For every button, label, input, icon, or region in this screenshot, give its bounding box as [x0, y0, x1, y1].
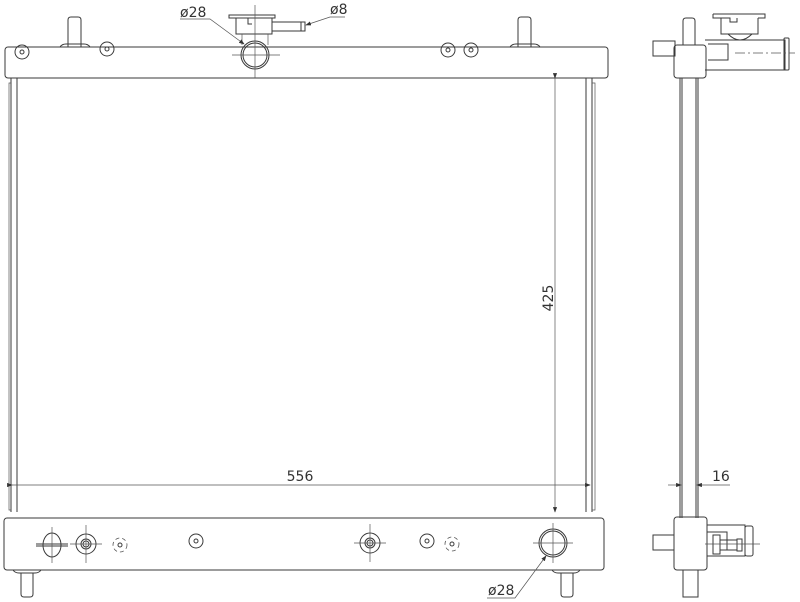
overflow-diameter-callout: ø8 [305, 2, 347, 26]
bottom-mount-pins [12, 569, 581, 598]
filler-neck-cap [228, 14, 306, 45]
width-value: 556 [287, 469, 314, 485]
height-dimension: 425 [541, 73, 558, 513]
mount-hole [440, 42, 456, 58]
bottom-tank-features [36, 524, 460, 563]
side-bottom-tank [673, 516, 708, 571]
inlet-port [232, 5, 280, 78]
thickness-value: 16 [712, 469, 730, 485]
outlet-diameter-label: ø28 [488, 583, 514, 599]
mount-hole [463, 42, 479, 58]
mount-hole [99, 41, 115, 57]
inlet-diameter-callout: ø28 [180, 5, 245, 45]
side-core [679, 78, 699, 518]
thickness-dimension: 16 [668, 469, 730, 488]
side-view: 16 [652, 13, 795, 598]
front-view: 425 556 ø28 ø8 ø28 [3, 2, 609, 599]
overflow-diameter-label: ø8 [330, 2, 347, 18]
outlet-port [533, 523, 573, 563]
outlet-diameter-callout: ø28 [487, 555, 547, 599]
width-dimension: 556 [7, 469, 591, 488]
bottom-tank [3, 517, 605, 571]
height-value: 425 [541, 285, 557, 312]
top-mount-pins [59, 16, 541, 48]
radiator-core [8, 78, 596, 512]
side-top-tank [673, 44, 707, 79]
top-tank [4, 46, 609, 79]
mount-hole [14, 44, 30, 60]
inlet-diameter-label: ø28 [180, 5, 206, 21]
